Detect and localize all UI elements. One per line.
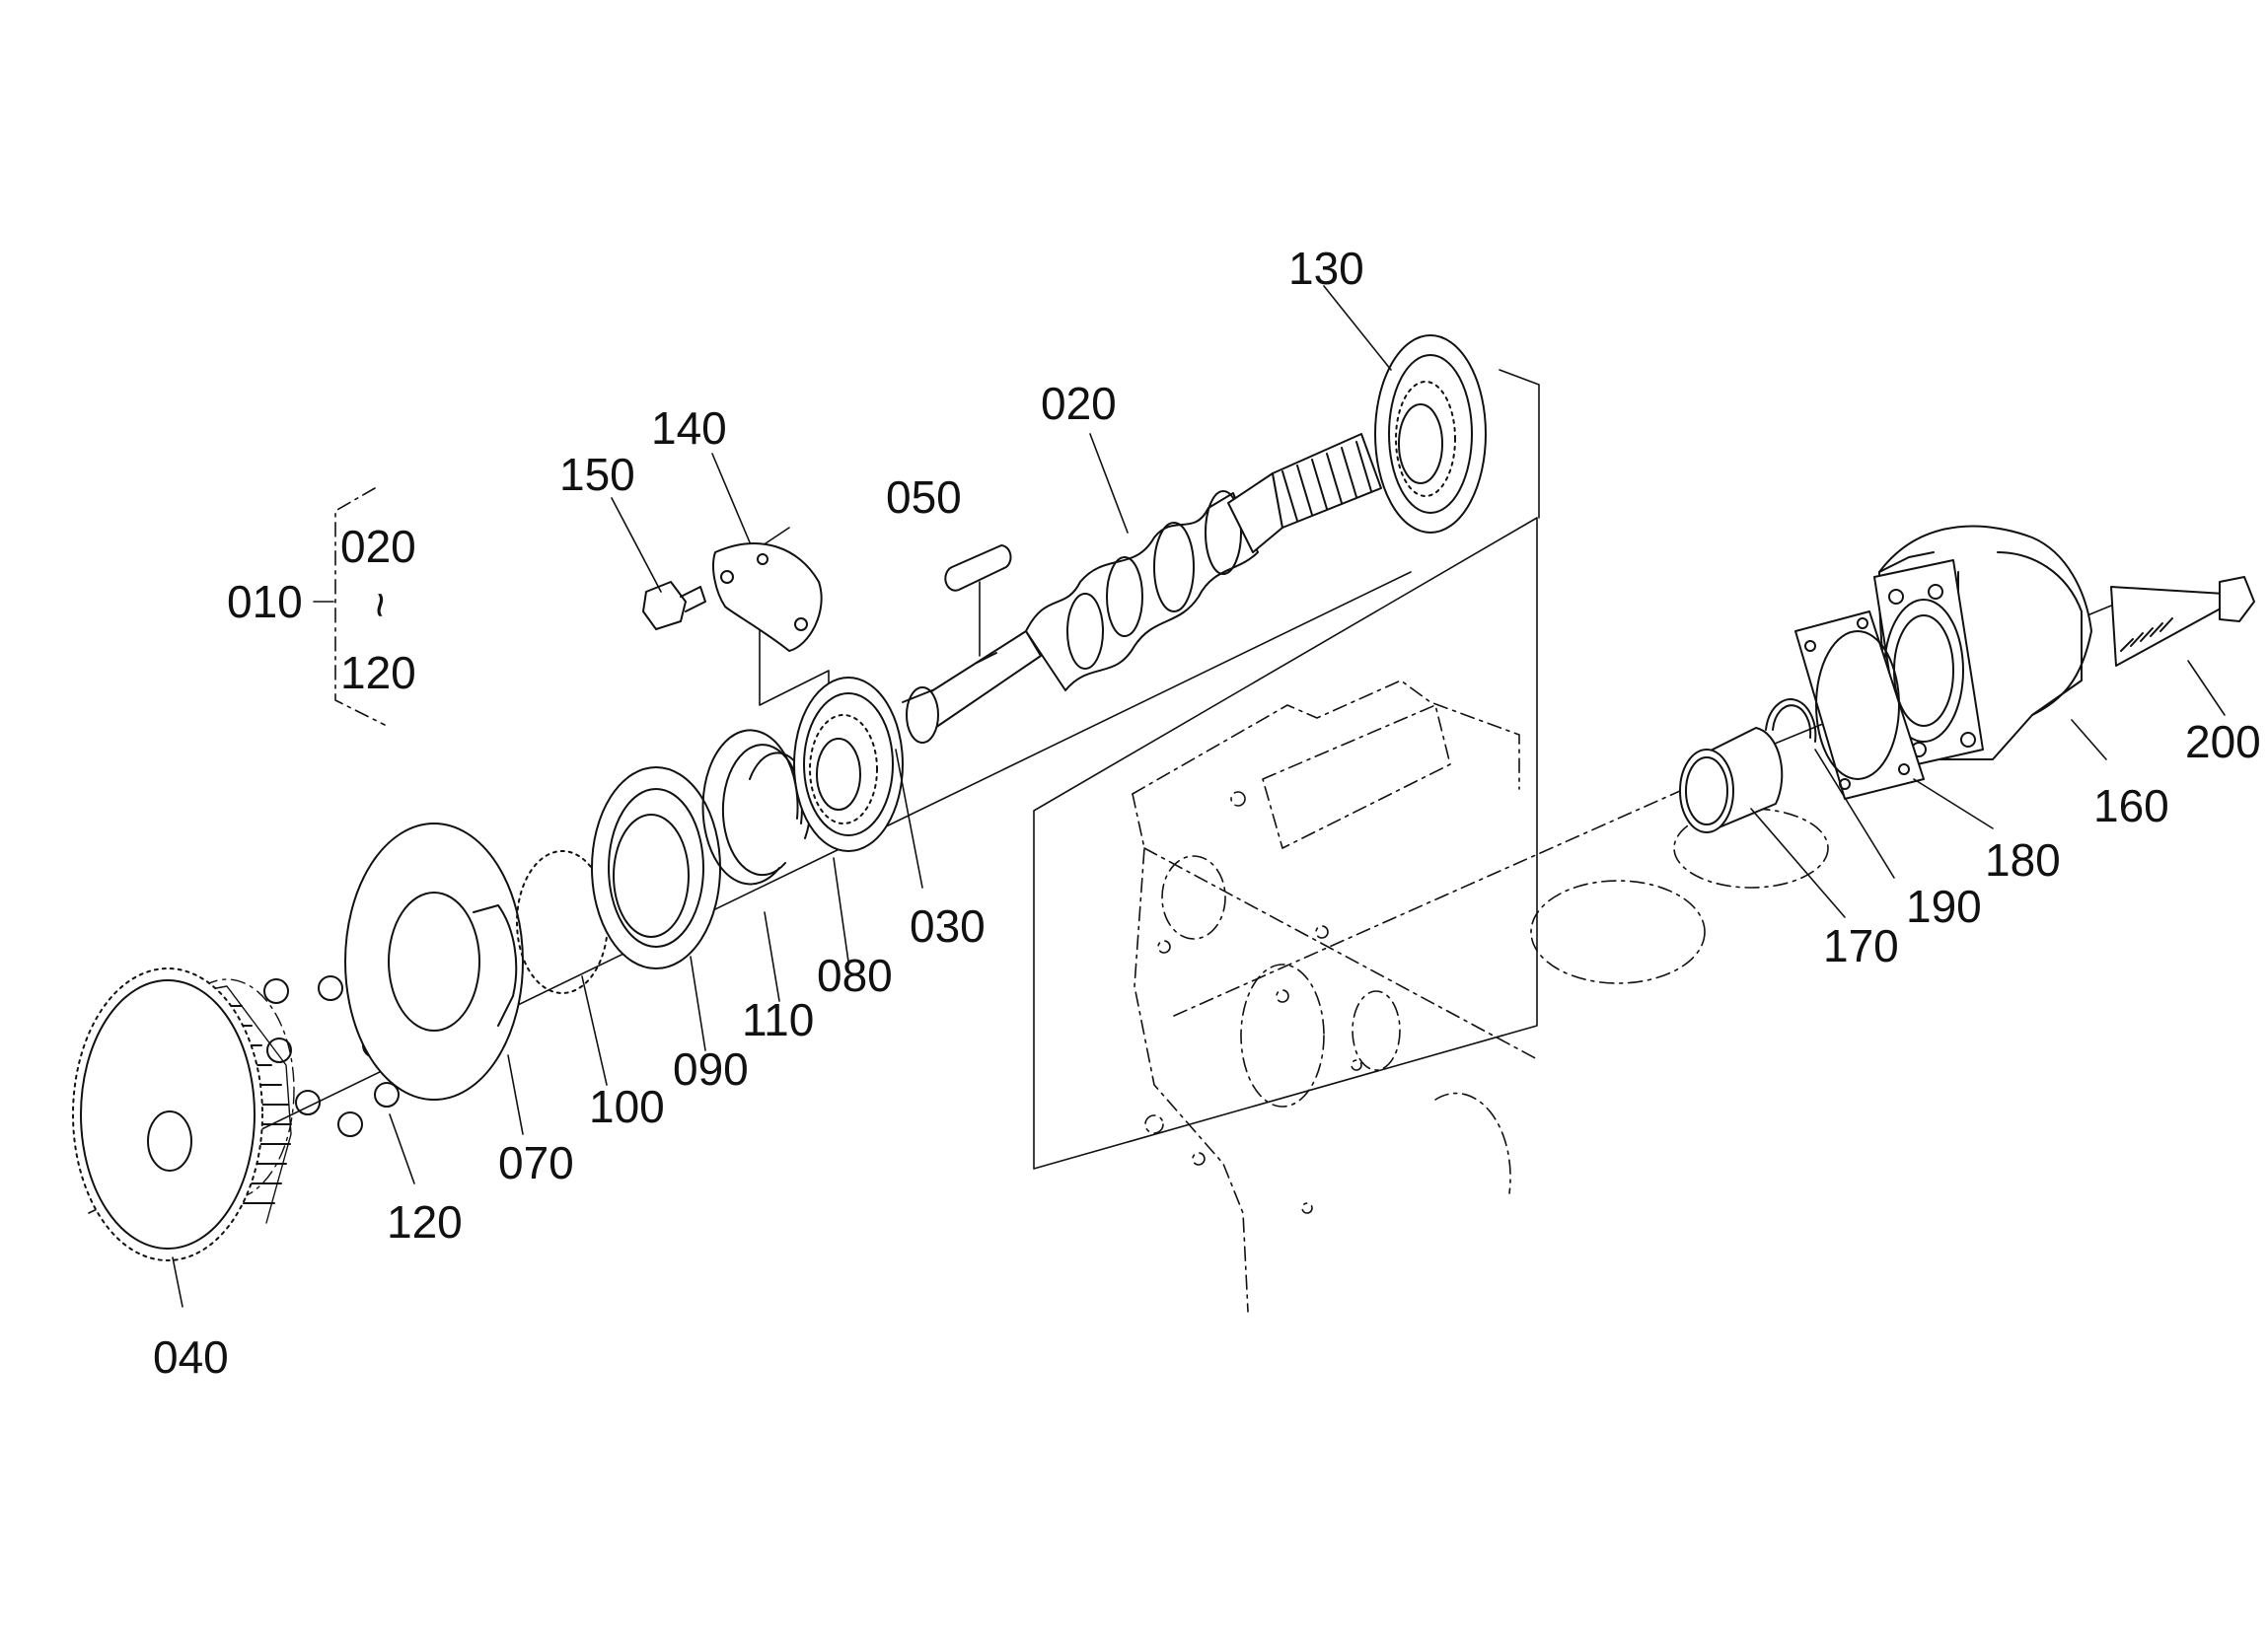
callout-140: 140	[651, 402, 727, 454]
callout-110: 110	[742, 994, 814, 1045]
key-050	[944, 544, 1012, 657]
callout-030: 030	[910, 900, 986, 952]
callout-180: 180	[1985, 834, 2061, 886]
bearing-130	[1374, 334, 1487, 534]
callout-120-range-end: 120	[340, 647, 416, 698]
plate-140	[712, 542, 823, 652]
callout-160: 160	[2093, 780, 2169, 831]
gasket-180	[1794, 610, 1925, 800]
sleeve-170	[1679, 727, 1784, 833]
callout-090: 090	[673, 1043, 749, 1095]
flange-070	[344, 823, 524, 1101]
gear-040	[72, 967, 295, 1261]
bolt-150	[642, 581, 706, 630]
bearing-030	[793, 677, 904, 852]
callout-050: 050	[886, 471, 962, 523]
callout-070: 070	[498, 1137, 574, 1188]
clip-190	[1765, 698, 1817, 743]
callout-020: 020	[1041, 378, 1117, 429]
callout-080: 080	[817, 950, 893, 1001]
callout-010: 010	[227, 576, 303, 627]
callout-150: 150	[559, 449, 635, 500]
callout-190: 190	[1906, 881, 1982, 932]
range-bracket	[313, 487, 386, 726]
callout-120: 120	[387, 1196, 463, 1248]
bolt-200	[2110, 576, 2255, 667]
callout-200: 200	[2185, 716, 2261, 767]
callout-170: 170	[1823, 920, 1899, 971]
bearing-cup-090	[591, 766, 721, 969]
balls-120	[263, 975, 400, 1137]
leader-lines	[172, 285, 2226, 1308]
callout-labels: 010 020 ~ 120 020 030 040 050 070 080 09…	[153, 243, 2261, 1383]
callout-130: 130	[1288, 243, 1364, 294]
callout-100: 100	[589, 1081, 665, 1132]
assembly-bracket-lines	[759, 369, 1540, 706]
range-separator: ~	[355, 592, 406, 618]
callout-040: 040	[153, 1331, 229, 1383]
callout-020-range-start: 020	[340, 521, 416, 572]
camshaft-020	[902, 433, 1382, 744]
engine-block-outline	[1033, 517, 1829, 1313]
